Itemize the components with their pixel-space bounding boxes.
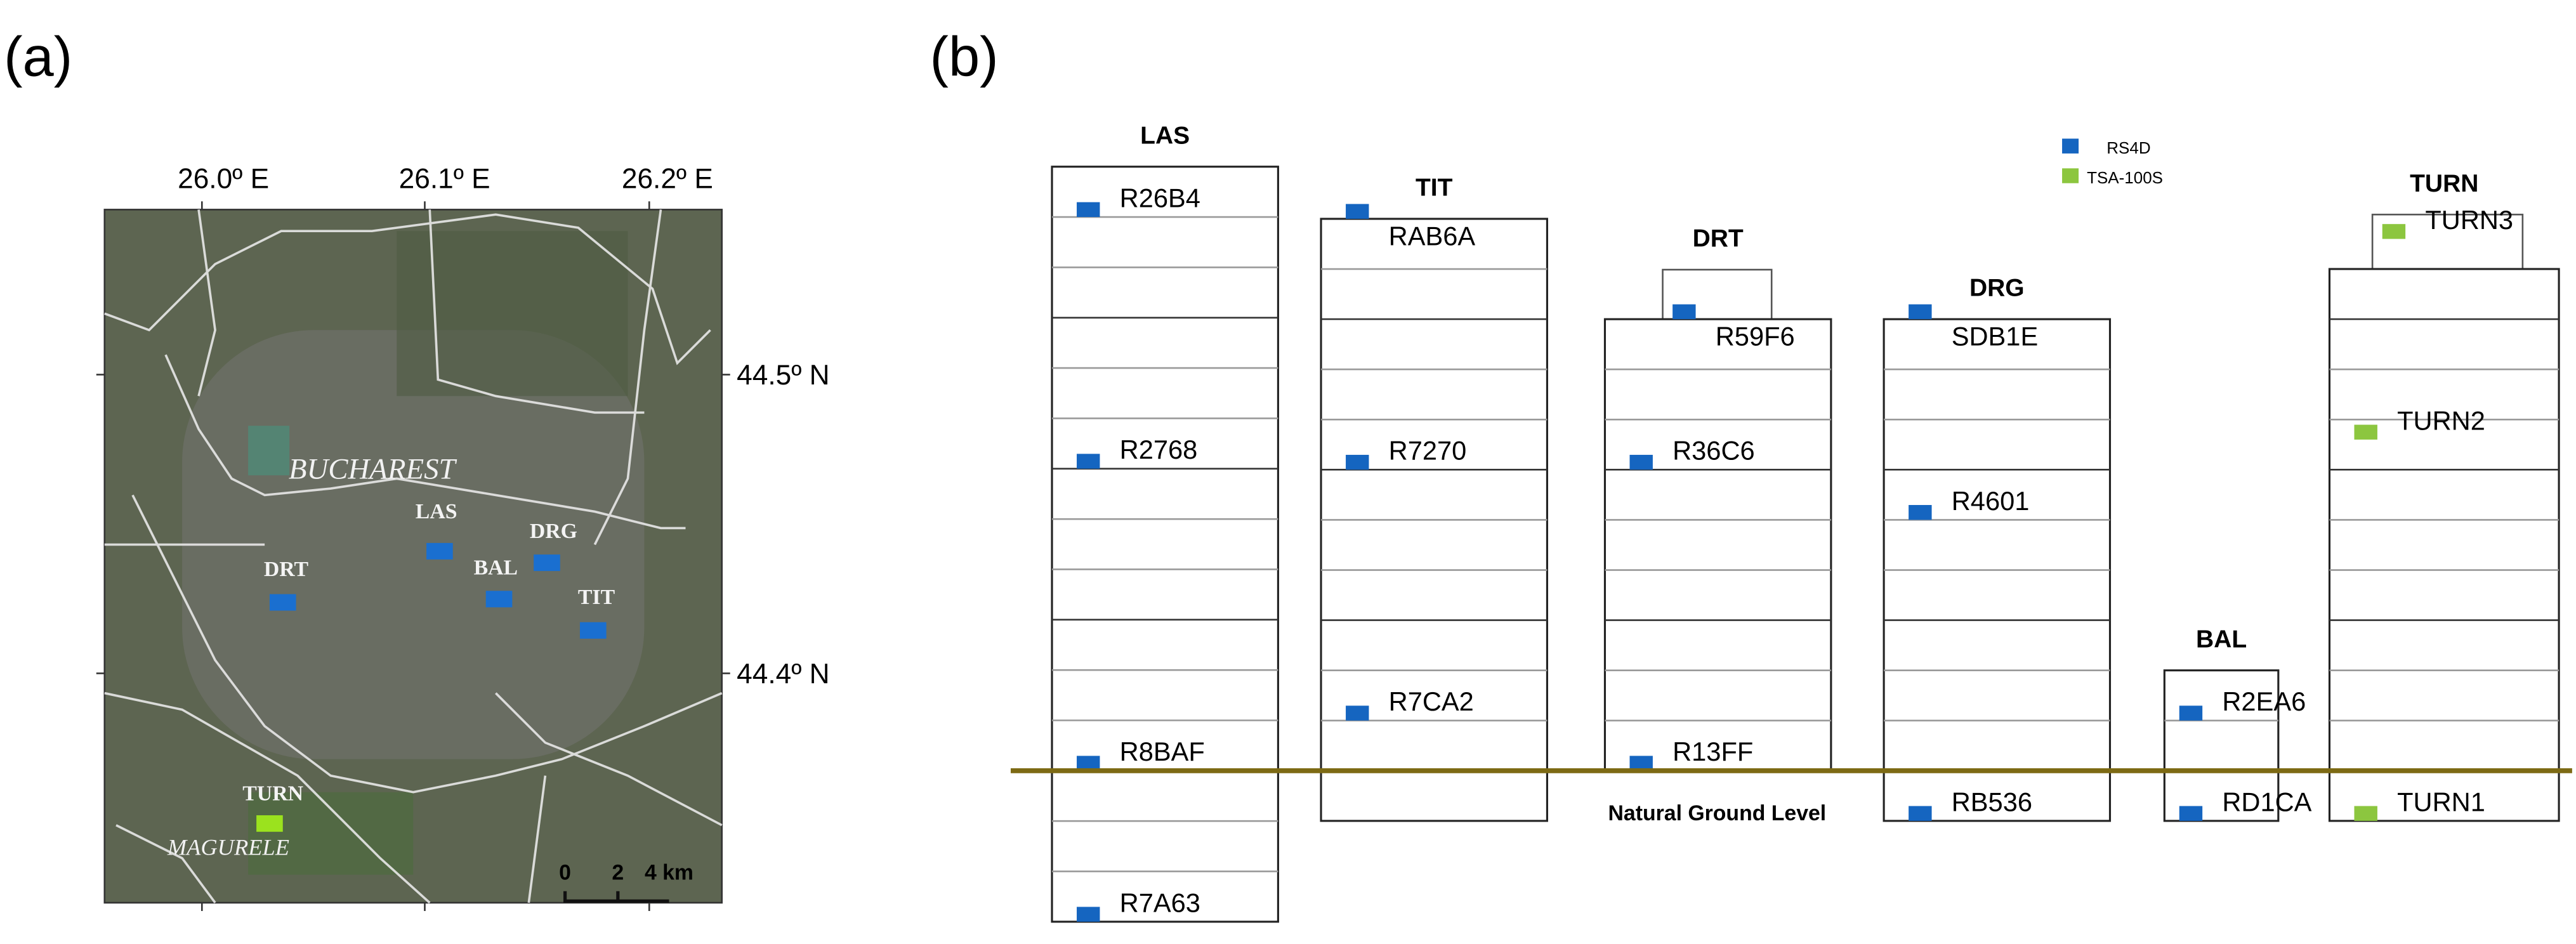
- building-name: DRG: [1969, 275, 2025, 302]
- site-label: TURN: [242, 782, 303, 806]
- town-label: MAGURELE: [167, 835, 289, 860]
- boundary-lines: [104, 209, 723, 904]
- sensor-marker-r2768: [1077, 454, 1100, 469]
- sensor-label: R59F6: [1716, 322, 1795, 351]
- sensor-label: RD1CA: [2222, 787, 2311, 816]
- legend-label: RS4D: [2106, 138, 2150, 157]
- sensor-label: TURN2: [2397, 405, 2485, 435]
- sensor-marker-r7ca2: [1346, 705, 1369, 721]
- sensor-label: R26B4: [1120, 183, 1200, 213]
- site-marker-drg: [534, 554, 560, 572]
- scale-label: 4 km: [645, 861, 693, 885]
- site-marker-tit: [580, 622, 607, 639]
- sensor-marker-r26b4: [1077, 202, 1100, 218]
- building-name: TIT: [1416, 174, 1453, 202]
- building-outline: [1603, 318, 1832, 772]
- sensor-label: R2EA6: [2222, 686, 2306, 716]
- panel-b-label: (b): [930, 25, 998, 88]
- site-marker-drt: [269, 594, 296, 611]
- map: 26.0º E 26.1º E 26.2º E 44.5º N 44.4º N …: [96, 164, 830, 911]
- site-label: LAS: [416, 500, 457, 523]
- legend-label: TSA-100S: [2087, 168, 2163, 187]
- sensor-label: R7270: [1389, 436, 1467, 466]
- sensor-label: RB536: [1952, 787, 2032, 816]
- sensor-marker-r59f6: [1672, 304, 1696, 320]
- lon-tick-label: 26.2º E: [622, 164, 713, 195]
- sensor-marker-r13ff: [1629, 756, 1653, 771]
- lon-tick-label: 26.1º E: [399, 164, 490, 195]
- sensor-label: TURN1: [2397, 787, 2485, 816]
- penthouse: [1662, 268, 1773, 320]
- building-name: DRT: [1693, 225, 1744, 252]
- sensor-label: RAB6A: [1389, 221, 1476, 251]
- sensor-marker-r7270: [1346, 454, 1369, 470]
- building-outline: [1051, 166, 1279, 923]
- site-label: DRG: [530, 520, 577, 543]
- sensor-marker-turn3: [2382, 224, 2406, 239]
- panel-a-label: (a): [4, 25, 72, 88]
- legend-swatch-tsa100s: [2062, 168, 2079, 183]
- site-label: TIT: [578, 586, 615, 609]
- sensor-marker-rd1ca: [2179, 806, 2203, 821]
- legend-swatch-rs4d: [2062, 138, 2079, 154]
- lat-tick-label: 44.5º N: [737, 360, 829, 391]
- city-label: BUCHAREST: [289, 452, 457, 485]
- site-label: DRT: [264, 558, 309, 581]
- sensor-label: SDB1E: [1952, 322, 2038, 351]
- sensor-label: R7A63: [1120, 888, 1200, 917]
- sensor-label: R36C6: [1672, 436, 1755, 466]
- scale-label: 0: [559, 861, 571, 885]
- lat-tick-label: 44.4º N: [737, 659, 829, 690]
- site-marker-bal: [485, 591, 513, 608]
- site-marker-las: [426, 542, 453, 560]
- sensor-label: R4601: [1952, 486, 2030, 516]
- building-name: BAL: [2196, 626, 2247, 653]
- site-label: BAL: [474, 556, 518, 579]
- sensor-marker-rab6a: [1346, 204, 1369, 219]
- scale-bar: [563, 891, 669, 903]
- sensor-label: R2768: [1120, 435, 1198, 464]
- sensor-label: TURN3: [2425, 205, 2513, 235]
- legend: RS4D TSA-100S: [2062, 138, 2163, 187]
- sensor-marker-r8baf: [1077, 756, 1100, 771]
- sensor-marker-r36c6: [1629, 454, 1653, 470]
- penthouse: [2371, 213, 2524, 270]
- ground-level-label: Natural Ground Level: [1608, 801, 1827, 825]
- sensor-label: R13FF: [1672, 737, 1753, 766]
- building-name: LAS: [1140, 122, 1190, 149]
- sensor-marker-turn1: [2354, 806, 2377, 821]
- sensor-marker-turn2: [2354, 424, 2377, 440]
- sensor-marker-sdb1e: [1909, 304, 1932, 320]
- sensor-marker-r2ea6: [2179, 705, 2203, 721]
- sensor-marker-r7a63: [1077, 907, 1100, 922]
- building-outline: [2328, 268, 2560, 822]
- sensor-marker-r4601: [1909, 505, 1932, 520]
- building-name: TURN: [2410, 170, 2478, 197]
- sensor-label: R7CA2: [1389, 686, 1474, 716]
- sensor-label: R8BAF: [1120, 737, 1205, 766]
- scale-label: 2: [612, 861, 624, 885]
- sensor-marker-rb536: [1909, 806, 1932, 821]
- lon-tick-label: 26.0º E: [178, 164, 269, 195]
- building-outline: [2163, 669, 2280, 822]
- site-marker-turn: [256, 815, 283, 832]
